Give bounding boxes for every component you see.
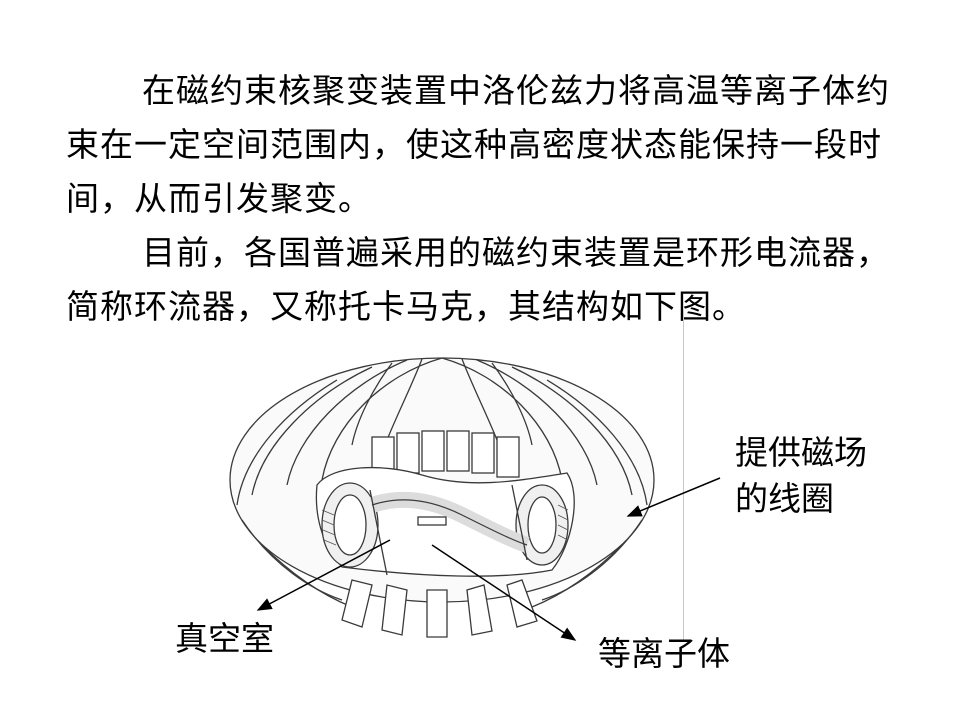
coil-label-line1: 提供磁场 <box>735 433 867 472</box>
divider-line <box>683 310 684 640</box>
paragraph-intro-text: 在磁约束核聚变装置中洛伦兹力将高温等离子体约束在一定空间范围内，使这种高密度状态… <box>66 71 890 218</box>
paragraph-tokamak-text: 目前，各国普遍采用的磁约束装置是环形电流器，简称环流器，又称托卡马克，其结构如下… <box>66 233 890 326</box>
coil-label: 提供磁场 的线圈 <box>735 430 867 522</box>
plasma-label: 等离子体 <box>598 634 730 673</box>
vacuum-chamber-label: 真空室 <box>175 619 274 658</box>
paragraph-intro: 在磁约束核聚变装置中洛伦兹力将高温等离子体约束在一定空间范围内，使这种高密度状态… <box>66 64 896 226</box>
coil-label-line2: 的线圈 <box>735 479 834 518</box>
paragraph-tokamak: 目前，各国普遍采用的磁约束装置是环形电流器，简称环流器，又称托卡马克，其结构如下… <box>66 226 896 334</box>
tokamak-diagram <box>229 357 655 638</box>
